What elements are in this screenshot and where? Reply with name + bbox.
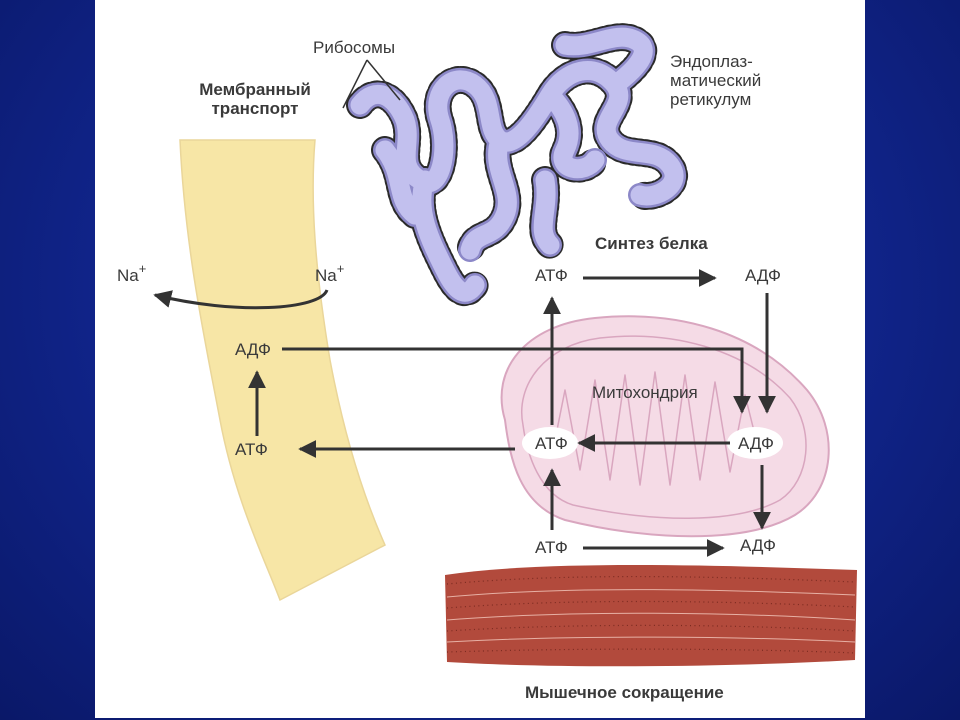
endoplasmic-reticulum: [346, 23, 688, 307]
adp-membrane-label: АДФ: [235, 340, 271, 359]
na-charge: +: [336, 261, 345, 276]
atp-muscle-label: АТФ: [535, 538, 568, 557]
na-charge: +: [138, 261, 147, 276]
ribosome-pointer: [342, 59, 368, 109]
mitochondrion: [500, 315, 830, 538]
cell-membrane: [179, 139, 386, 602]
na-outside-label: Na+: [117, 261, 146, 286]
adp-membrane-to-mito-arrow: [282, 347, 751, 414]
ribosome-pointer: [366, 59, 401, 101]
protein-synthesis-label: Синтез белка: [595, 234, 708, 253]
slide-panel: Рибосомы Мембранный транспорт Эндоплаз- …: [95, 0, 865, 718]
energy-diagram: [153, 23, 857, 667]
sodium-transport-arrow: [153, 289, 329, 310]
adp-synthesis-label: АДФ: [745, 266, 781, 285]
muscle-fibers: [445, 565, 857, 667]
ribosomes-label: Рибосомы: [313, 38, 396, 57]
er-label: Эндоплаз- матический ретикулум: [670, 52, 762, 109]
atp-synthesis-label: АТФ: [535, 266, 568, 285]
atp-membrane-label: АТФ: [235, 440, 268, 459]
na-inside-label: Na+: [315, 261, 344, 286]
na-inside-text: Na: [315, 266, 337, 285]
adp-muscle-label: АДФ: [740, 536, 776, 555]
muscle-contraction-label: Мышечное сокращение: [525, 683, 724, 702]
adp-mito-label: АДФ: [738, 434, 774, 453]
mitochondrion-label: Митохондрия: [592, 383, 698, 402]
membrane-transport-label: Мембранный транспорт: [199, 80, 311, 118]
na-outside-text: Na: [117, 266, 139, 285]
atp-mito-label: АТФ: [535, 434, 568, 453]
